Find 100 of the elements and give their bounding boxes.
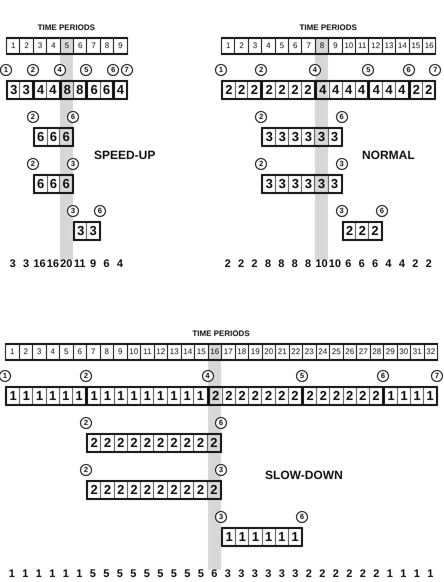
period-cell: 15 — [194, 343, 208, 361]
period-cell: 13 — [167, 343, 182, 361]
period-cell: 28 — [370, 343, 384, 361]
load-value: 1 — [180, 388, 194, 404]
load-value: 2 — [100, 482, 114, 498]
load-value: 4 — [342, 82, 355, 98]
period-cell: 6 — [288, 37, 302, 55]
load-total: 2 — [237, 258, 246, 270]
load-value: 2 — [288, 82, 301, 98]
load-value: 4 — [354, 82, 368, 98]
period-cell: 10 — [126, 343, 141, 361]
load-total: 3 — [224, 568, 232, 580]
load-value: 6 — [89, 82, 99, 98]
load-total: 2 — [358, 568, 367, 580]
load-value: 1 — [166, 388, 180, 404]
load-value: 1 — [288, 529, 302, 545]
load-value: 4 — [328, 82, 342, 98]
load-total: 1 — [399, 568, 408, 580]
load-total: 11 — [72, 258, 87, 270]
period-cell: 21 — [275, 343, 290, 361]
period-cell: 4 — [46, 343, 60, 361]
panel-title: NORMAL — [362, 148, 415, 162]
load-value: 2 — [422, 82, 434, 98]
activity-bar — [86, 433, 222, 453]
activity-bar — [60, 80, 88, 100]
load-total: 20 — [59, 258, 74, 270]
load-total: 3 — [237, 568, 246, 580]
load-value: 2 — [264, 82, 274, 98]
load-total: 5 — [170, 568, 178, 580]
load-total: 1 — [48, 568, 56, 580]
activity-bar — [221, 527, 303, 547]
load-total: 8 — [277, 258, 286, 270]
period-cell: 6 — [73, 37, 88, 55]
load-total: 8 — [264, 258, 272, 270]
period-cell: 13 — [382, 37, 396, 55]
load-total: 2 — [318, 568, 326, 580]
load-total: 1 — [21, 568, 30, 580]
activity-bar — [5, 386, 87, 406]
load-value: 2 — [247, 82, 260, 98]
load-value: 2 — [355, 223, 368, 239]
load-value: 6 — [59, 129, 72, 145]
period-cell: 4 — [46, 37, 61, 55]
load-value: 1 — [140, 388, 154, 404]
load-total: 3 — [8, 258, 17, 270]
load-value: 2 — [126, 482, 140, 498]
load-value: 2 — [100, 435, 114, 451]
load-value: 1 — [224, 529, 234, 545]
axis-title: TIME PERIODS — [300, 23, 357, 32]
load-value: 1 — [126, 388, 140, 404]
load-value: 6 — [36, 176, 46, 192]
period-cell: 14 — [395, 37, 410, 55]
load-total: 3 — [22, 258, 30, 270]
period-cell: 30 — [396, 343, 411, 361]
activity-bar — [32, 127, 74, 147]
load-total: 2 — [345, 568, 354, 580]
load-value: 1 — [397, 388, 410, 404]
period-cell: 24 — [316, 343, 330, 361]
load-total: 6 — [102, 258, 111, 270]
period-cell: 27 — [356, 343, 370, 361]
load-value: 2 — [329, 388, 343, 404]
load-value: 2 — [275, 82, 288, 98]
load-total: 6 — [344, 258, 352, 270]
period-cell: 32 — [424, 343, 438, 361]
load-value: 4 — [36, 82, 46, 98]
activity-bar — [73, 221, 101, 241]
activity-bar — [261, 127, 343, 147]
load-value: 2 — [222, 388, 235, 404]
period-cell: 8 — [314, 37, 330, 55]
load-value: 2 — [368, 388, 382, 404]
period-cell: 12 — [368, 37, 383, 55]
load-total: 5 — [183, 568, 192, 580]
activity-bar — [261, 174, 343, 194]
activity-bar — [302, 386, 384, 406]
load-total: 10 — [328, 258, 342, 270]
period-cell: 1 — [221, 37, 236, 55]
load-total: 2 — [372, 568, 380, 580]
load-value: 8 — [73, 82, 86, 98]
load-value: 2 — [153, 482, 167, 498]
period-cell: 18 — [234, 343, 249, 361]
load-value: 4 — [372, 82, 381, 98]
load-value: 2 — [224, 82, 234, 98]
load-value: 1 — [114, 388, 127, 404]
load-value: 2 — [368, 223, 381, 239]
load-value: 3 — [76, 223, 86, 239]
period-cell: 12 — [154, 343, 168, 361]
activity-bar — [314, 80, 370, 100]
load-total: 5 — [116, 568, 124, 580]
load-total: 2 — [424, 258, 433, 270]
period-cell: 3 — [32, 37, 48, 55]
load-value: 1 — [90, 388, 99, 404]
load-total: 3 — [250, 568, 259, 580]
load-value: 3 — [275, 129, 288, 145]
activity-bar — [86, 480, 222, 500]
period-cell: 2 — [19, 37, 34, 55]
period-cell: 8 — [100, 343, 114, 361]
load-value: 2 — [344, 223, 354, 239]
load-value: 2 — [316, 388, 330, 404]
period-cell: 26 — [342, 343, 357, 361]
period-cell: 23 — [302, 343, 316, 361]
load-total: 2 — [250, 258, 259, 270]
